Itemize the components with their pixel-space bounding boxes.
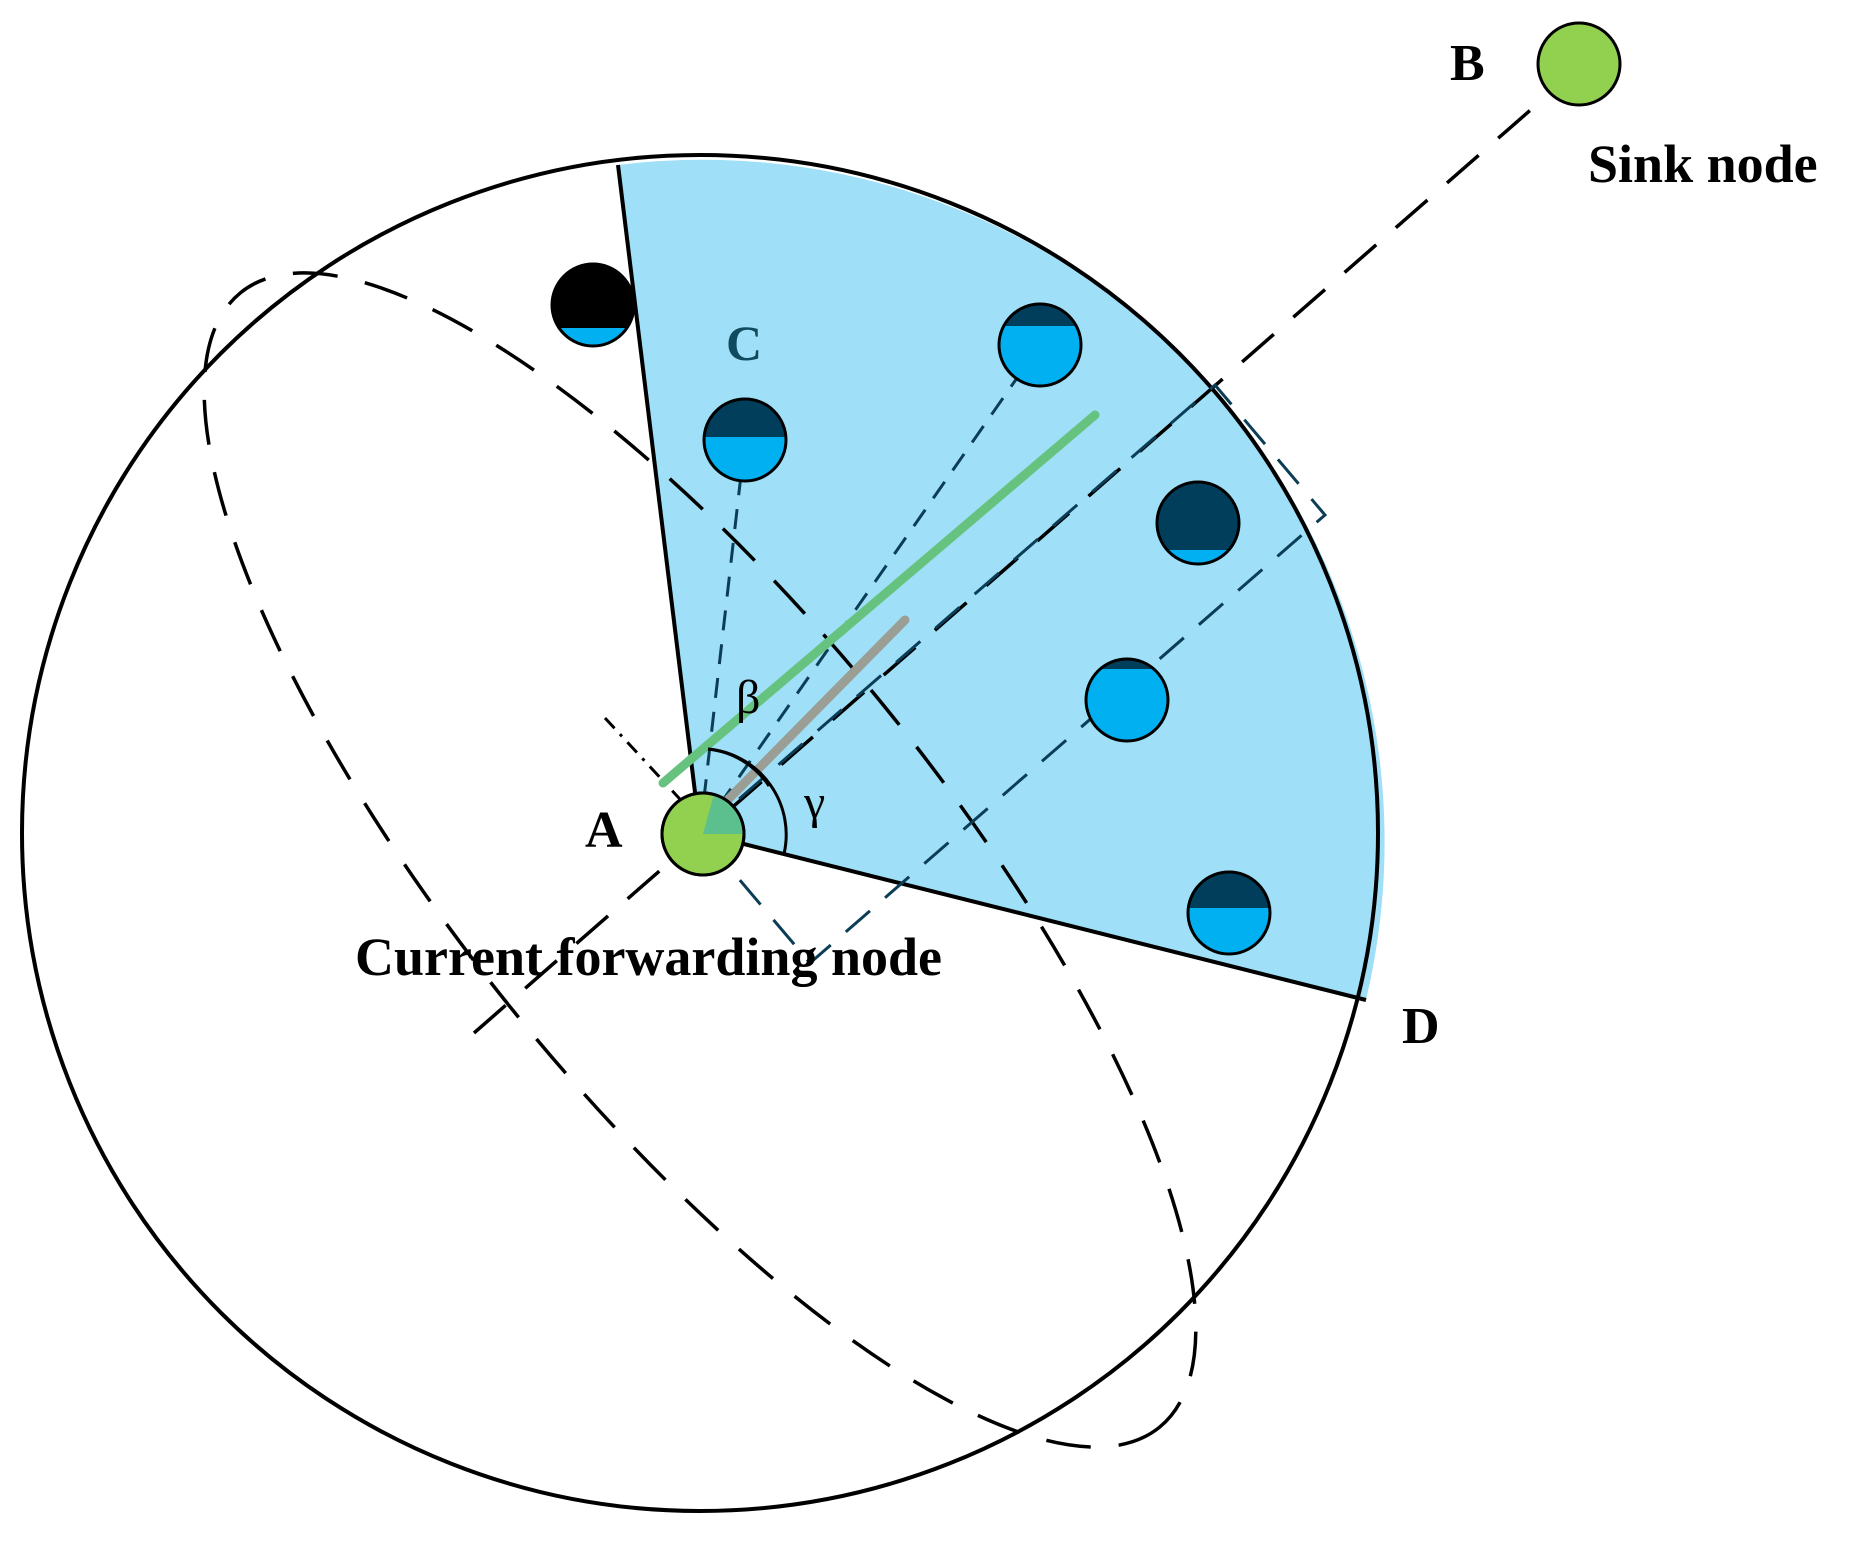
dashed-line-a-to-b	[472, 91, 1552, 1035]
candidate-node-2	[997, 302, 1083, 388]
label-d: D	[1402, 998, 1440, 1055]
angle-gamma-label: γ	[803, 776, 825, 829]
candidate-node-4	[1084, 657, 1170, 743]
angle-gamma-arc	[707, 747, 788, 855]
forwarding-sector	[618, 159, 1385, 1000]
sink-node-b	[1536, 21, 1622, 107]
dashed-line-a-to-node-2	[698, 344, 1042, 834]
green-path-line	[658, 410, 1100, 788]
dashed-rectangle	[697, 382, 1328, 966]
candidate-node-3	[1155, 480, 1241, 566]
sink-node-label: Sink node	[1588, 134, 1818, 194]
dash-dot-reference	[603, 716, 692, 812]
sector-edge-d	[699, 831, 1367, 1002]
candidate-node-c	[702, 397, 788, 483]
grey-projection-line	[695, 615, 910, 833]
label-b: B	[1450, 35, 1485, 92]
neighbor-node-outside	[550, 262, 636, 348]
label-a: A	[585, 802, 623, 859]
forwarding-node-a	[660, 791, 746, 877]
dashed-ellipse	[202, 271, 1198, 1449]
sector-edge-top	[616, 164, 702, 834]
angle-beta-label: β	[736, 671, 760, 724]
label-c: C	[726, 315, 762, 371]
range-circle	[20, 153, 1380, 1513]
current-forwarding-node-label: Current forwarding node	[355, 927, 942, 987]
